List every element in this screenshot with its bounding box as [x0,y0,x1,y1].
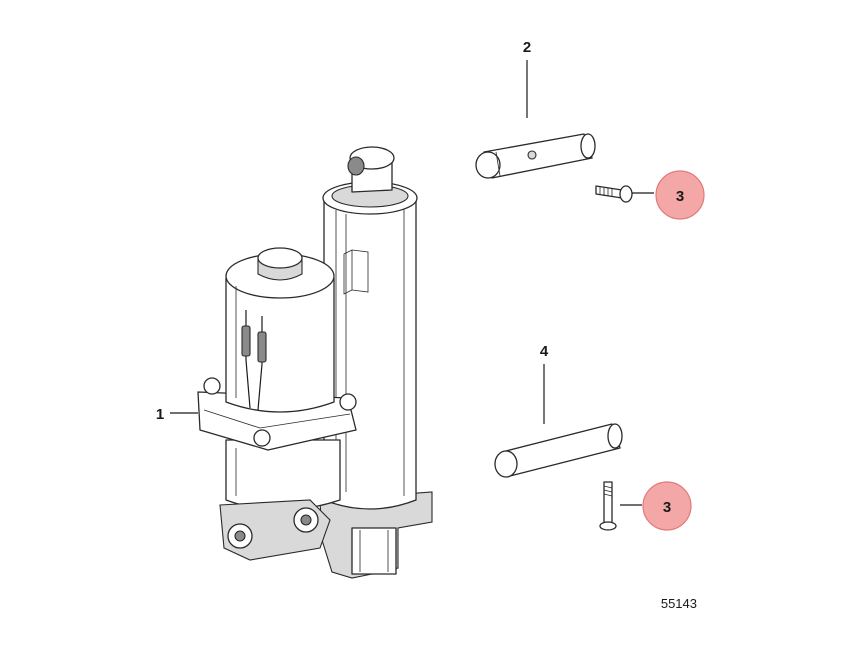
upper-pivot-pin[interactable] [475,133,596,179]
callout-3-upper[interactable]: 3 [676,188,684,205]
callout-4[interactable]: 4 [540,343,549,360]
callout-3-highlight-lower [642,481,692,531]
callout-3-lower[interactable]: 3 [663,499,671,516]
lower-pivot-pin[interactable] [494,423,623,478]
callout-3-highlight-upper [655,170,705,220]
pump-motor-assembly[interactable] [197,247,357,561]
trim-cylinder[interactable] [319,146,433,579]
bolt-upper[interactable] [595,185,633,203]
bolt-lower[interactable] [599,481,617,531]
callout-1[interactable]: 1 [156,406,164,423]
figure-number: 55143 [661,596,697,611]
callout-2[interactable]: 2 [523,39,531,56]
